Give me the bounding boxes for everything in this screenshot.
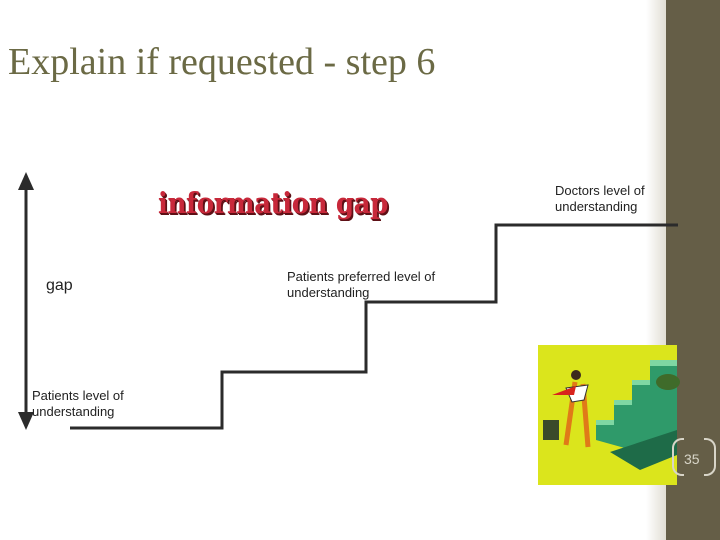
stairs-climber-clipart-icon xyxy=(538,345,680,485)
patients-preferred-label: Patients preferred level of understandin… xyxy=(287,269,436,300)
doctors-level-label: Doctors level of understanding xyxy=(555,183,645,214)
page-number-bracket-left xyxy=(672,438,684,476)
information-gap-heading: information gap xyxy=(158,186,388,220)
double-arrow-icon xyxy=(18,172,34,430)
gap-label: gap xyxy=(46,277,73,294)
staircase-line xyxy=(70,223,678,430)
slide-title: Explain if requested - step 6 xyxy=(8,41,436,83)
page-number: 35 xyxy=(684,451,700,467)
page-number-bracket-right xyxy=(704,438,716,476)
patients-level-label: Patients level of understanding xyxy=(32,388,124,419)
